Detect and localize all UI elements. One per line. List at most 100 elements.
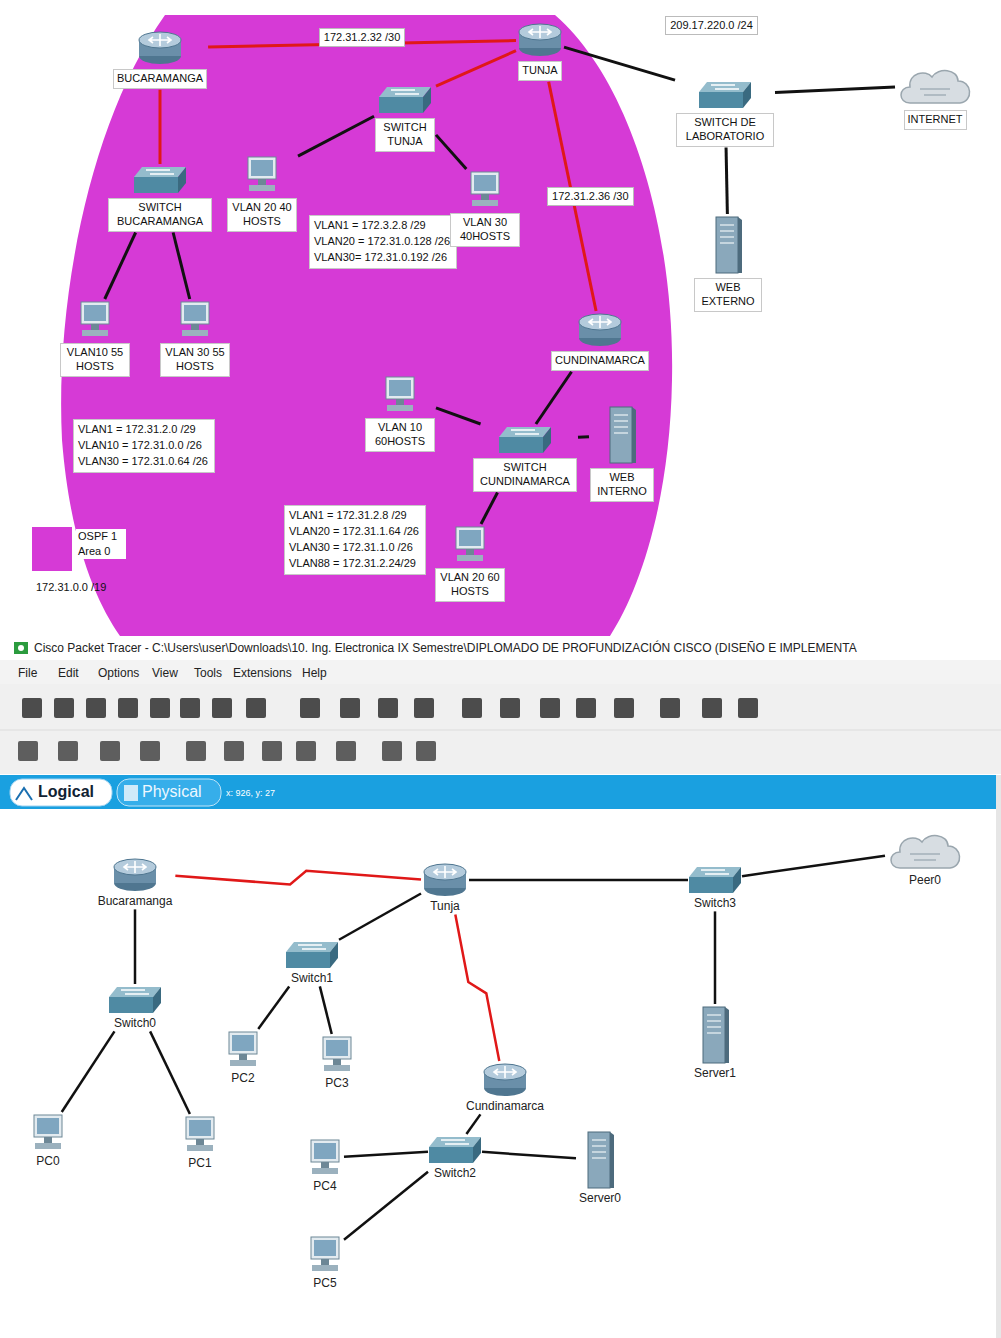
device-label: PC5 bbox=[311, 1276, 338, 1290]
switch-node: SWITCH CUNDINAMARCA bbox=[473, 425, 577, 492]
ospf-area bbox=[61, 15, 672, 636]
device-label: Server0 bbox=[577, 1191, 623, 1205]
switch-icon bbox=[379, 85, 431, 115]
device-label: TUNJA bbox=[518, 61, 561, 81]
app-ui-text: Options bbox=[98, 666, 139, 680]
server-node: Server1 bbox=[692, 1005, 738, 1080]
pc-node: PC5 bbox=[307, 1235, 343, 1290]
app-ui-text: x: 926, y: 27 bbox=[226, 788, 275, 798]
ethernet-link bbox=[436, 408, 481, 424]
router-node: BUCARAMANGA bbox=[113, 30, 207, 89]
network-note: VLAN10 = 172.31.0.0 /26 bbox=[78, 439, 202, 451]
switch-node: SWITCH TUNJA bbox=[375, 85, 435, 152]
device-label: Bucaramanga bbox=[96, 894, 175, 908]
pc-node: PC4 bbox=[307, 1138, 343, 1193]
pc-icon bbox=[225, 1030, 261, 1070]
screenshot-ground bbox=[0, 636, 1001, 1338]
device-label: VLAN 30 55 HOSTS bbox=[160, 343, 230, 377]
server-node: Server0 bbox=[577, 1130, 623, 1205]
router-icon bbox=[482, 1062, 528, 1098]
ethernet-link bbox=[482, 1152, 576, 1158]
pc-icon bbox=[177, 300, 213, 340]
ethernet-link bbox=[298, 116, 374, 156]
network-note: VLAN30 = 172.31.1.0 /26 bbox=[289, 541, 413, 553]
router-icon bbox=[577, 312, 623, 348]
physical-tab bbox=[117, 779, 221, 806]
toolbar-divider bbox=[0, 730, 1001, 731]
pc-node: PC2 bbox=[225, 1030, 261, 1085]
pc-icon bbox=[307, 1138, 343, 1178]
app-icon bbox=[14, 642, 28, 654]
switch-icon bbox=[109, 985, 161, 1015]
ethernet-link bbox=[742, 856, 885, 876]
switch-icon bbox=[286, 940, 338, 970]
device-label: SWITCH DE LABORATORIO bbox=[676, 113, 774, 147]
device-label: PC3 bbox=[323, 1076, 350, 1090]
switch-node: Switch3 bbox=[689, 865, 741, 910]
device-label: Switch1 bbox=[289, 971, 335, 985]
router-icon bbox=[517, 22, 563, 58]
server-node: WEB EXTERNO bbox=[694, 215, 762, 312]
cloud-node: INTERNET bbox=[896, 63, 974, 130]
ethernet-link bbox=[726, 148, 727, 215]
cloud-node: Peer0 bbox=[886, 828, 964, 887]
app-ui-text: Cisco Packet Tracer - C:\Users\user\Down… bbox=[34, 641, 857, 655]
app-ui-text: File bbox=[18, 666, 37, 680]
toolbar-icons bbox=[18, 698, 758, 761]
logical-tab bbox=[10, 779, 112, 806]
device-label: PC1 bbox=[186, 1156, 213, 1170]
device-label: Server1 bbox=[692, 1066, 738, 1080]
server-icon bbox=[607, 405, 637, 465]
router-node: Bucaramanga bbox=[96, 857, 175, 908]
app-ui-text: Logical bbox=[38, 783, 94, 801]
server-icon bbox=[700, 1005, 730, 1065]
scroll-edge bbox=[996, 775, 1001, 1338]
switch-icon bbox=[134, 165, 186, 195]
server-icon bbox=[585, 1130, 615, 1190]
app-ui-text: Extensions bbox=[233, 666, 292, 680]
ethernet-link bbox=[150, 1031, 190, 1114]
device-label: PC4 bbox=[311, 1179, 338, 1193]
server-icon bbox=[713, 215, 743, 275]
router-node: Tunja bbox=[422, 862, 468, 913]
switch-icon bbox=[699, 80, 751, 110]
device-label: SWITCH TUNJA bbox=[375, 118, 435, 152]
pc-icon bbox=[452, 525, 488, 565]
cloud-icon bbox=[886, 828, 964, 872]
pc-icon bbox=[244, 155, 280, 195]
network-note: VLAN1 = 172.31.2.0 /29 bbox=[78, 423, 196, 435]
device-label: PC0 bbox=[34, 1154, 61, 1168]
title-bar bbox=[0, 636, 1001, 660]
router-node: TUNJA bbox=[517, 22, 563, 81]
legend-swatch bbox=[32, 527, 72, 571]
router-node: CUNDINAMARCA bbox=[551, 312, 649, 371]
ethernet-link bbox=[344, 1172, 428, 1240]
ethernet-link bbox=[320, 986, 332, 1034]
pc-node: PC1 bbox=[182, 1115, 218, 1170]
device-label: VLAN10 55 HOSTS bbox=[60, 343, 130, 377]
router-icon bbox=[112, 857, 158, 893]
ethernet-link bbox=[134, 909, 137, 984]
app-ui-text: Tools bbox=[194, 666, 222, 680]
ethernet-link bbox=[775, 87, 895, 93]
ethernet-link bbox=[536, 372, 572, 424]
network-note: VLAN1 = 172.3.2.8 /29 bbox=[314, 219, 426, 231]
serial-link bbox=[455, 914, 499, 1061]
ethernet-link bbox=[344, 1152, 428, 1157]
network-note: VLAN20 = 172.31.0.128 /26 bbox=[314, 235, 450, 247]
device-label: Switch3 bbox=[692, 896, 738, 910]
router-icon bbox=[422, 862, 468, 898]
pc-node: VLAN 20 40 HOSTS bbox=[227, 155, 297, 232]
serial-link bbox=[436, 51, 516, 87]
app-ui-text: View bbox=[152, 666, 178, 680]
pc-icon bbox=[467, 170, 503, 210]
device-label: SWITCH CUNDINAMARCA bbox=[473, 458, 577, 492]
pc-icon bbox=[319, 1035, 355, 1075]
device-label: Peer0 bbox=[907, 873, 943, 887]
device-label: WEB EXTERNO bbox=[694, 278, 762, 312]
toolbar bbox=[0, 684, 1001, 774]
app-ui-text: Help bbox=[302, 666, 327, 680]
switch-icon bbox=[689, 865, 741, 895]
switch-node: Switch1 bbox=[286, 940, 338, 985]
